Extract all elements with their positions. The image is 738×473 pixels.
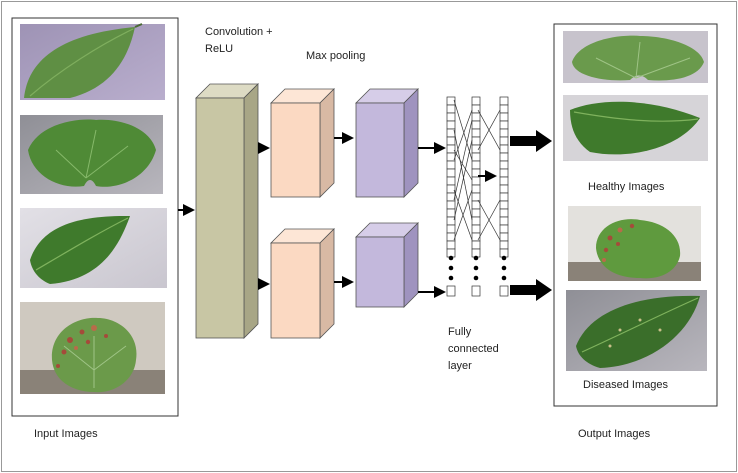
fc-neuron [499, 128, 509, 138]
fc-neuron [499, 192, 509, 202]
fc-neuron [499, 168, 509, 178]
fc-neuron-last [471, 285, 481, 297]
fc-neuron [471, 192, 481, 202]
fc-neuron [471, 96, 481, 106]
fc-neuron [471, 216, 481, 226]
healthy-leaf-image-1 [563, 31, 708, 83]
fc-neuron [499, 208, 509, 218]
fc-neuron [471, 120, 481, 130]
fc-neuron [446, 240, 456, 250]
fc-neuron [446, 104, 456, 114]
fully-connected-label: Fully connected layer [448, 326, 499, 373]
pool-block-2-top [355, 88, 419, 198]
fc-neuron-columns [446, 96, 509, 297]
healthy-leaf-image-2 [563, 95, 708, 161]
arrow-to-healthy [510, 130, 552, 152]
fc-column-2 [471, 96, 481, 297]
fc-neuron [499, 160, 509, 170]
pool-block-1-top [270, 88, 335, 198]
fc-ellipsis-dots [448, 255, 507, 281]
input-leaf-image-3 [20, 208, 167, 288]
fc-neuron [499, 112, 509, 122]
fc-neuron [471, 200, 481, 210]
fc-neuron [446, 96, 456, 106]
fc-neuron [471, 152, 481, 162]
fc-neuron [446, 168, 456, 178]
fc-neuron [446, 224, 456, 234]
fc-neuron [446, 216, 456, 226]
diseased-leaf-image-1 [568, 206, 701, 281]
fc-neuron [446, 144, 456, 154]
fc-neuron [471, 232, 481, 242]
fc-neuron [471, 240, 481, 250]
output-images-label: Output Images [578, 428, 651, 440]
fc-neuron [499, 136, 509, 146]
fc-neuron [499, 96, 509, 106]
input-leaf-image-4 [20, 302, 165, 394]
conv-relu-block [195, 83, 259, 339]
fc-neuron [446, 160, 456, 170]
fc-column-3 [499, 96, 509, 297]
arrow-to-diseased [510, 279, 552, 301]
fc-neuron [471, 160, 481, 170]
fc-neuron [446, 112, 456, 122]
fc-neuron [471, 176, 481, 186]
diseased-images-label: Diseased Images [583, 379, 668, 391]
fc-neuron [499, 176, 509, 186]
input-leaf-image-2 [20, 115, 163, 194]
fc-neuron [499, 216, 509, 226]
input-images-label: Input Images [34, 428, 98, 440]
max-pooling-label: Max pooling [306, 50, 366, 62]
healthy-images-label: Healthy Images [588, 181, 665, 193]
fc-neuron [499, 144, 509, 154]
fc-neuron [446, 120, 456, 130]
fc-neuron [471, 224, 481, 234]
fc-neuron [446, 200, 456, 210]
pool-block-1-bottom [270, 228, 335, 339]
fc-neuron [446, 184, 456, 194]
fc-neuron [499, 184, 509, 194]
conv-relu-label: Convolution + ReLU [205, 26, 273, 56]
fc-neuron [446, 176, 456, 186]
fc-neuron [446, 208, 456, 218]
fc-neuron [499, 224, 509, 234]
fc-neuron [446, 136, 456, 146]
fc-neuron [499, 240, 509, 250]
fc-neuron-last [499, 285, 509, 297]
fc-neuron [499, 104, 509, 114]
fc-connections [453, 99, 501, 241]
fc-neuron [471, 128, 481, 138]
fc-neuron [471, 112, 481, 122]
fc-neuron [471, 136, 481, 146]
pool-block-2-bottom [355, 222, 419, 308]
fc-neuron [471, 184, 481, 194]
fc-neuron [471, 208, 481, 218]
fc-neuron [499, 200, 509, 210]
fc-neuron-last [446, 285, 456, 297]
fc-neuron [499, 120, 509, 130]
diseased-leaf-image-2 [566, 290, 707, 371]
fc-neuron [499, 152, 509, 162]
fc-column-1 [446, 96, 456, 297]
input-leaf-image-1 [20, 23, 165, 100]
fc-neuron [499, 232, 509, 242]
